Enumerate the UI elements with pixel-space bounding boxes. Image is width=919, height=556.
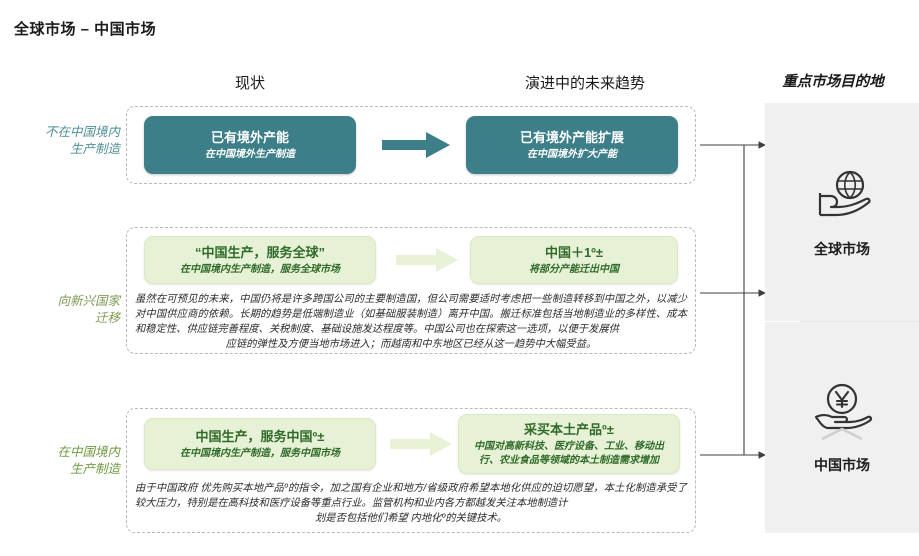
destination-china-label: 中国市场 [814,456,870,473]
card-inchina-current-title: 中国生产，服务中国º± [195,429,325,444]
row-label-offshore: 不在中国境内 生产制造 [8,124,120,158]
card-emerging-future[interactable]: 中国＋1º± 将部分产能迁出中国 [470,236,678,284]
card-inchina-future-title: 采买本土产品º± [524,421,614,437]
card-emerging-future-title: 中国＋1º± [544,245,604,260]
column-header-future: 演进中的未来趋势 [524,75,645,92]
column-header-current: 现状 [234,75,265,92]
card-offshore-current-title: 已有境外产能 [210,130,289,145]
card-inchina-future[interactable]: 采买本土产品º± 中国对高新科技、医疗设备、工业、移动出行、农业食品等领域的本土… [458,414,680,474]
card-offshore-future-title: 已有境外产能扩展 [519,130,624,145]
card-emerging-current-title: “中国生产，服务全球” [194,245,325,260]
column-header-destination: 重点市场目的地 [782,74,884,90]
globe-in-hand-icon [806,165,878,227]
row-label-emerging-line1: 向新兴国家 [57,294,120,308]
card-offshore-future-subtitle: 在中国境外扩大产能 [527,149,617,160]
row-label-offshore-line2: 生产制造 [69,142,120,156]
note-emerging-main: 虽然在可预见的未来，中国仍将是许多跨国公司的主要制造国，但公司需要适时考虑把一些… [135,294,687,335]
row-label-inchina-line1: 在中国境内 [57,445,120,459]
row-label-offshore-line1: 不在中国境内 [44,125,120,139]
card-inchina-current-subtitle: 在中国境内生产制造，服务中国市场 [180,448,340,459]
yuan-coin-in-hand-icon [806,381,878,443]
card-emerging-current[interactable]: “中国生产，服务全球” 在中国境内生产制造，服务全球市场 [144,236,376,284]
arrow-right-green-icon [396,248,458,272]
card-inchina-current[interactable]: 中国生产，服务中国º± 在中国境内生产制造，服务中国市场 [144,418,376,470]
note-inchina-main: 由于中国政府 优先购买本地产品º的指令，加之国有企业和地方/省级政府希望本地化供… [135,483,687,509]
destination-china[interactable]: 中国市场 [765,322,919,533]
row-label-inchina: 在中国境内 生产制造 [8,444,120,478]
card-offshore-current[interactable]: 已有境外产能 在中国境外生产制造 [144,116,356,174]
card-emerging-current-subtitle: 在中国境内生产制造，服务全球市场 [180,264,340,275]
page-title: 全球市场 – 中国市场 [14,21,157,38]
card-inchina-future-subtitle: 中国对高新科技、医疗设备、工业、移动出行、农业食品等领域的本土制造需求增加 [474,440,664,466]
destination-global[interactable]: 全球市场 [765,103,919,321]
note-emerging-last: 应链的弹性及方便当地市场进入；而越南和中东地区已经从这一趋势中大幅受益。 [225,339,597,350]
arrow-right-green-icon-2 [390,432,452,456]
destination-global-label: 全球市场 [814,241,870,257]
arrow-right-teal-icon [382,132,450,158]
card-emerging-future-subtitle: 将部分产能迁出中国 [529,264,619,275]
row-label-emerging: 向新兴国家 迁移 [8,293,120,327]
card-offshore-future[interactable]: 已有境外产能扩展 在中国境外扩大产能 [466,116,678,174]
note-inchina-last: 划是否包括他们希望 内地化º的关键技术。 [315,513,507,524]
note-inchina: 由于中国政府 优先购买本地产品º的指令，加之国有企业和地方/省级政府希望本地化供… [135,481,687,526]
card-offshore-current-subtitle: 在中国境外生产制造 [205,149,295,160]
row-label-emerging-line2: 迁移 [94,311,120,325]
note-emerging: 虽然在可预见的未来，中国仍将是许多跨国公司的主要制造国，但公司需要适时考虑把一些… [135,292,687,352]
row-label-inchina-line2: 生产制造 [69,462,120,476]
